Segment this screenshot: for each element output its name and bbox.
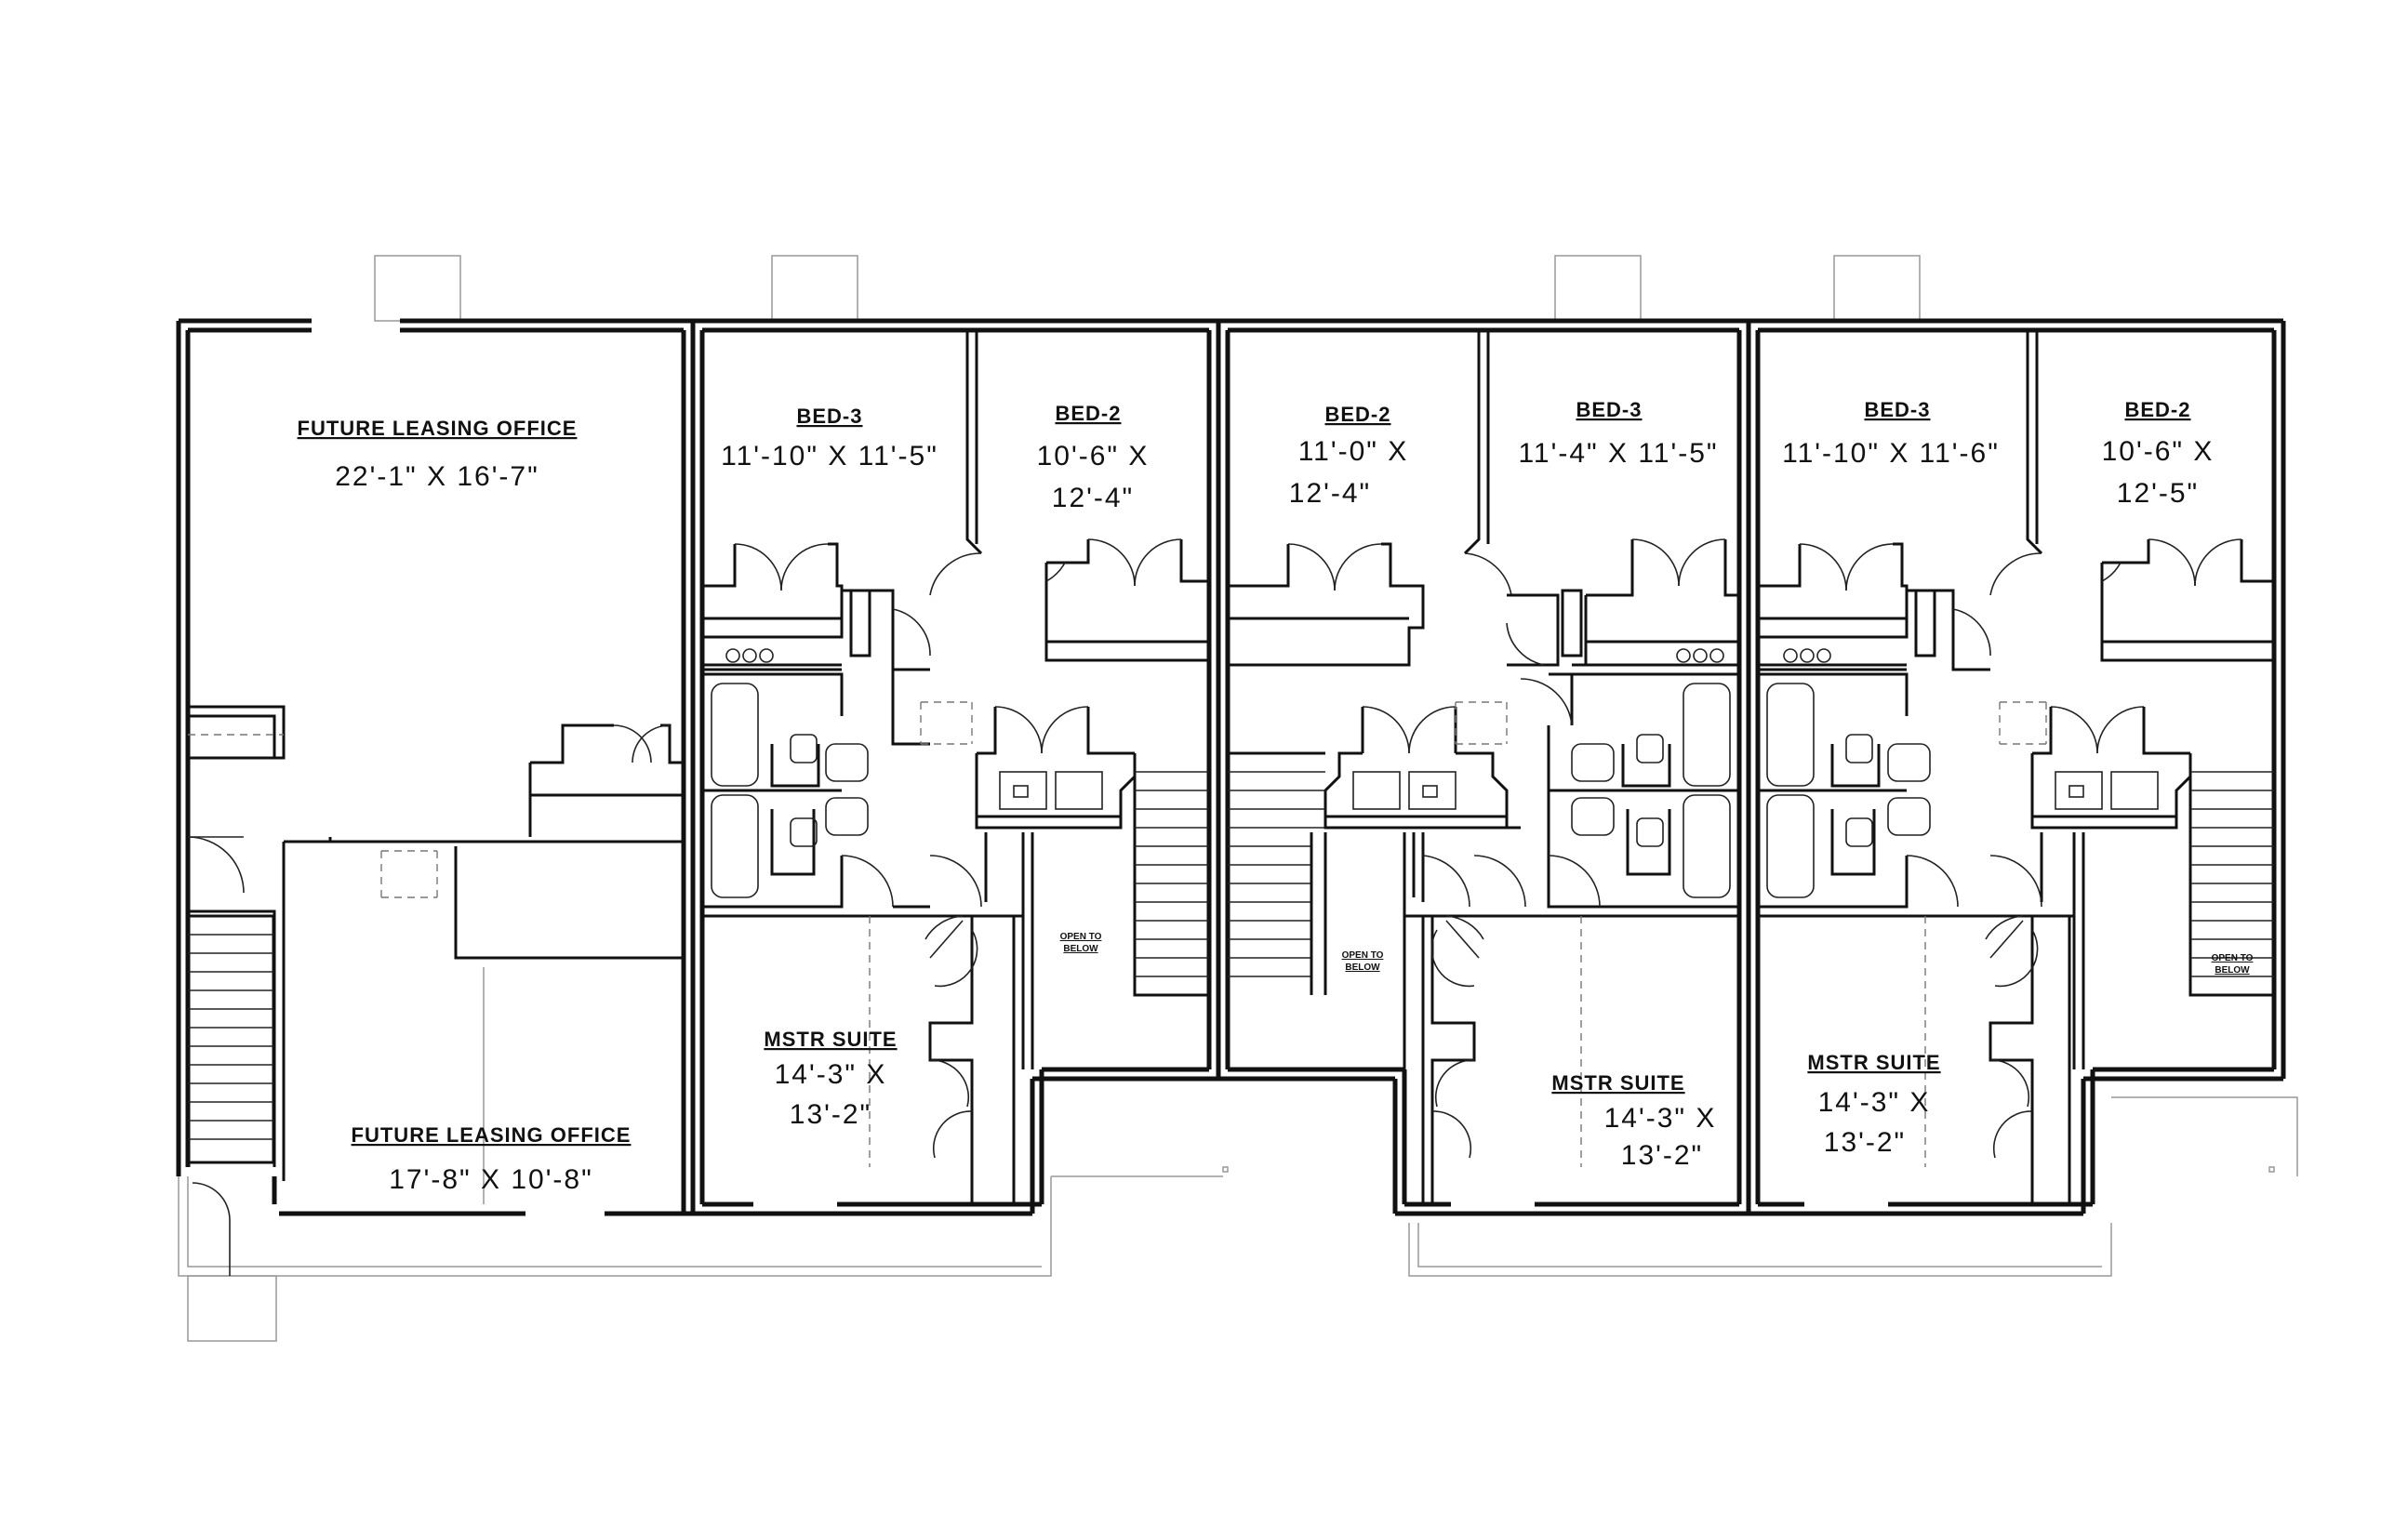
u3-mstr-dim1: 14'-3" X	[1818, 1087, 1931, 1118]
u3-open-line1: OPEN TO	[2212, 953, 2254, 963]
u1-bed3-dim: 11'-10" X 11'-5"	[721, 441, 938, 471]
u3-bed3-dim: 11'-10" X 11'-6"	[1782, 438, 2000, 469]
u2-open-line2: BELOW	[1345, 962, 1380, 973]
u3-mstr-name: MSTR SUITE	[1807, 1051, 1940, 1074]
unit-2-interior	[1228, 330, 1739, 1204]
u1-bed2-name: BED-2	[1055, 402, 1121, 425]
u2-bed2-dim1: 11'-0" X	[1298, 436, 1409, 467]
u1-mstr-name: MSTR SUITE	[764, 1028, 897, 1051]
leasing-lower-dim: 17'-8" X 10'-8"	[389, 1164, 593, 1195]
leasing-lower-name: FUTURE LEASING OFFICE	[352, 1123, 632, 1147]
u2-mstr-name: MSTR SUITE	[1551, 1071, 1684, 1095]
u2-bed2-name: BED-2	[1324, 403, 1390, 426]
u1-mstr-dim1: 14'-3" X	[775, 1059, 887, 1090]
u3-bed2-dim1: 10'-6" X	[2102, 436, 2215, 467]
room-labels: FUTURE LEASING OFFICE 22'-1" X 16'-7" FU…	[298, 398, 2254, 1195]
u2-mstr-dim2: 13'-2"	[1621, 1140, 1703, 1171]
leasing-interior	[186, 705, 684, 1276]
u3-mstr-dim2: 13'-2"	[1824, 1127, 1906, 1158]
u3-bed3-name: BED-3	[1864, 398, 1930, 421]
leasing-upper-name: FUTURE LEASING OFFICE	[298, 417, 578, 440]
u1-open-line2: BELOW	[1063, 944, 1098, 954]
u2-open-line1: OPEN TO	[1342, 950, 1384, 961]
u3-bed2-name: BED-2	[2124, 398, 2190, 421]
u3-open-line2: BELOW	[2215, 965, 2250, 976]
u2-bed3-name: BED-3	[1576, 398, 1642, 421]
u2-mstr-dim1: 14'-3" X	[1604, 1103, 1717, 1134]
unit-1-interior	[702, 330, 1209, 1204]
u2-bed3-dim: 11'-4" X 11'-5"	[1518, 438, 1718, 469]
u1-bed2-dim2: 12'-4"	[1052, 483, 1134, 513]
u3-bed2-dim2: 12'-5"	[2117, 478, 2199, 509]
exterior-walls	[176, 318, 2286, 1216]
u1-mstr-dim2: 13'-2"	[790, 1099, 871, 1130]
u1-bed2-dim1: 10'-6" X	[1037, 441, 1150, 471]
u1-bed3-name: BED-3	[796, 405, 862, 428]
unit-3-interior	[1758, 330, 2274, 1204]
leasing-upper-dim: 22'-1" X 16'-7"	[335, 461, 539, 492]
u2-bed2-dim2: 12'-4"	[1289, 478, 1371, 509]
u1-open-line1: OPEN TO	[1060, 932, 1102, 942]
